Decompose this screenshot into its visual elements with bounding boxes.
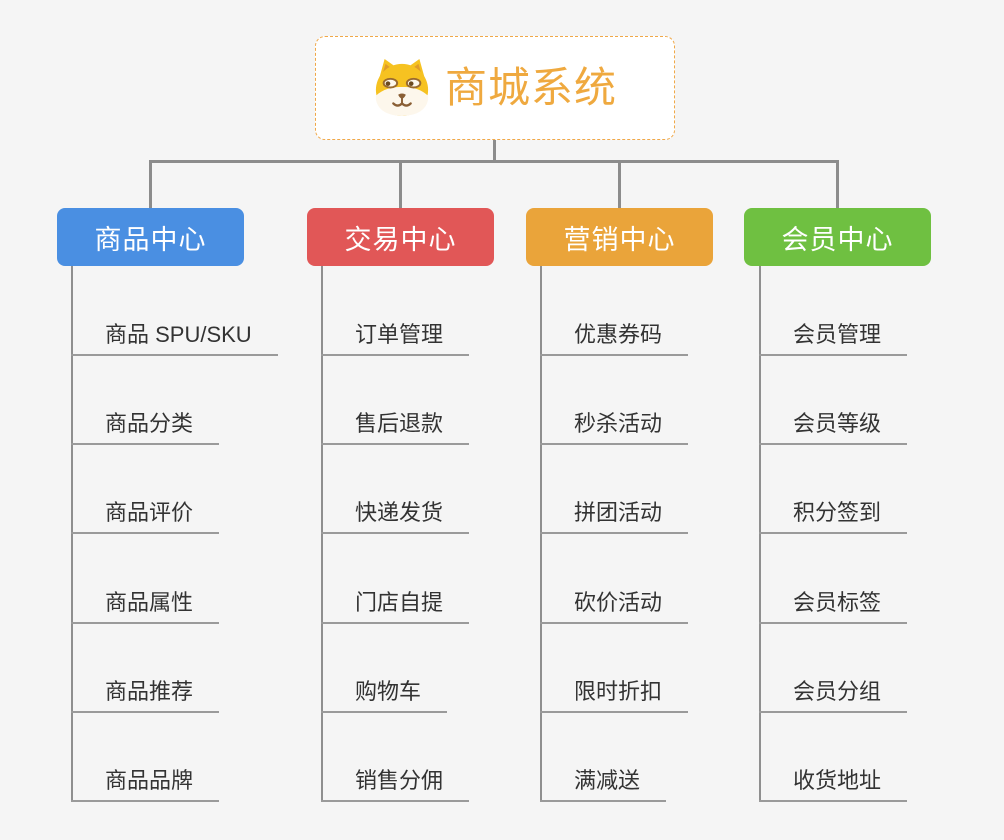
connector-drop-marketing: [618, 163, 621, 208]
leaf-sales-commission[interactable]: 销售分佣: [321, 762, 470, 802]
leaf-member-level[interactable]: 会员等级: [759, 405, 908, 445]
trunk-line-marketing: [540, 266, 542, 802]
shiba-dog-icon: [373, 57, 431, 119]
leaf-coupon-code[interactable]: 优惠券码: [540, 316, 689, 356]
leaf-shopping-cart[interactable]: 购物车: [321, 673, 448, 713]
leaf-points-checkin[interactable]: 积分签到: [759, 494, 908, 534]
trunk-line-trade: [321, 266, 323, 802]
leaf-shipping-address[interactable]: 收货地址: [759, 762, 908, 802]
connector-drop-trade: [399, 163, 402, 208]
branch-header-member[interactable]: 会员中心: [744, 208, 931, 266]
leaf-store-pickup[interactable]: 门店自提: [321, 584, 470, 624]
leaf-aftersale-refund[interactable]: 售后退款: [321, 405, 470, 445]
root-node[interactable]: 商城系统: [315, 36, 675, 140]
leaf-full-reduction[interactable]: 满减送: [540, 762, 667, 802]
trunk-line-product: [71, 266, 73, 802]
leaf-flash-sale[interactable]: 秒杀活动: [540, 405, 689, 445]
branch-header-product[interactable]: 商品中心: [57, 208, 244, 266]
leaf-product-review[interactable]: 商品评价: [71, 494, 220, 534]
leaf-product-attribute[interactable]: 商品属性: [71, 584, 220, 624]
leaf-member-management[interactable]: 会员管理: [759, 316, 908, 356]
connector-bus: [149, 160, 839, 163]
branch-header-trade[interactable]: 交易中心: [307, 208, 494, 266]
connector-drop-product: [149, 163, 152, 208]
leaf-product-category[interactable]: 商品分类: [71, 405, 220, 445]
leaf-member-tag[interactable]: 会员标签: [759, 584, 908, 624]
leaf-member-group[interactable]: 会员分组: [759, 673, 908, 713]
connector-drop-member: [836, 163, 839, 208]
leaf-product-recommend[interactable]: 商品推荐: [71, 673, 220, 713]
leaf-limited-time-discount[interactable]: 限时折扣: [540, 673, 689, 713]
branch-header-marketing[interactable]: 营销中心: [526, 208, 713, 266]
leaf-order-management[interactable]: 订单管理: [321, 316, 470, 356]
leaf-express-shipping[interactable]: 快递发货: [321, 494, 470, 534]
leaf-product-brand[interactable]: 商品品牌: [71, 762, 220, 802]
leaf-bargain-activity[interactable]: 砍价活动: [540, 584, 689, 624]
connector-root-stem: [493, 140, 496, 161]
leaf-group-buy[interactable]: 拼团活动: [540, 494, 689, 534]
root-title: 商城系统: [444, 64, 617, 111]
trunk-line-member: [759, 266, 761, 802]
leaf-product-spu-sku[interactable]: 商品 SPU/SKU: [71, 316, 278, 356]
